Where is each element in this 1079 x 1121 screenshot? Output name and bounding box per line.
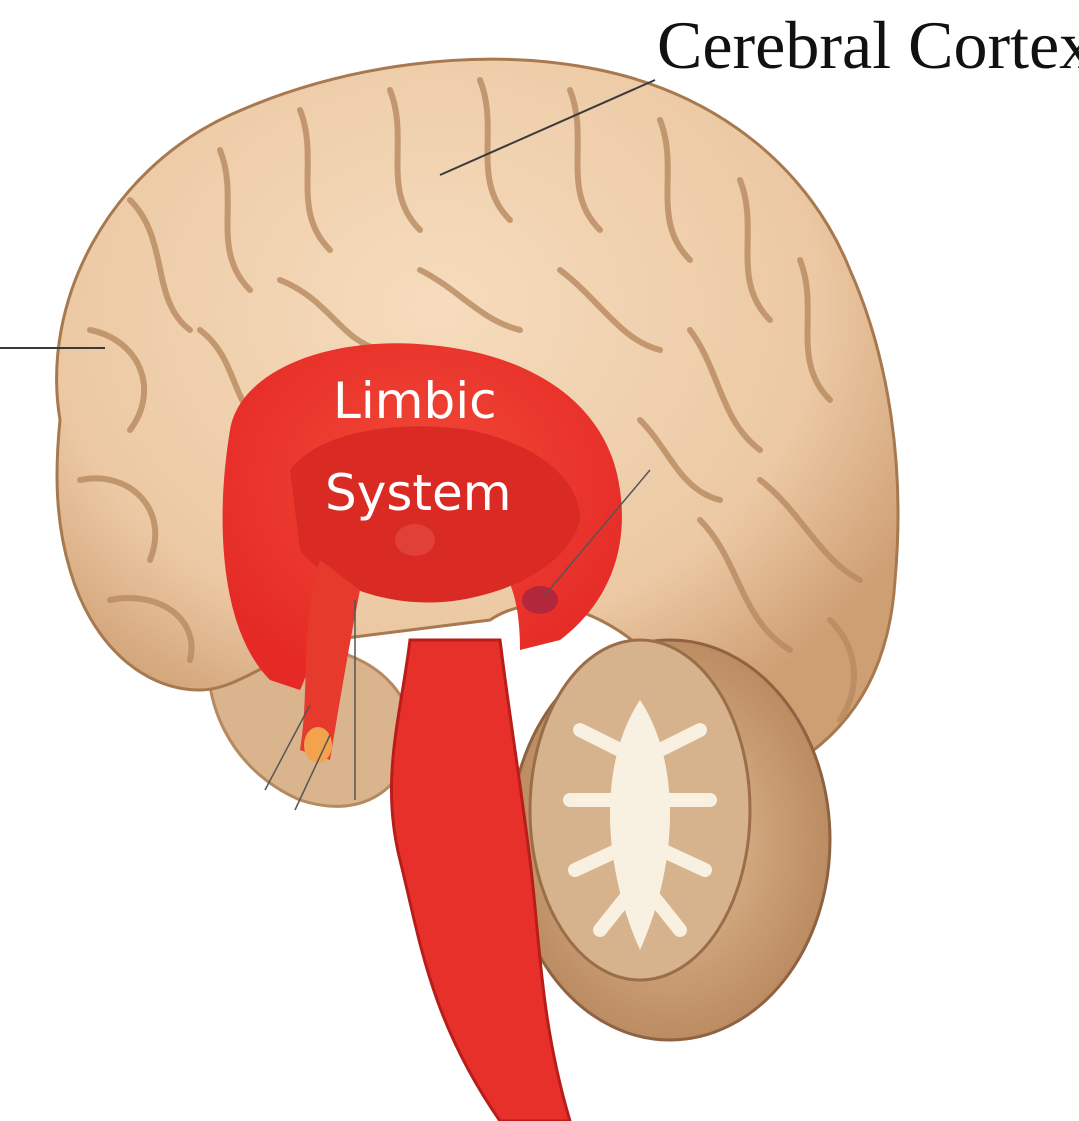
cerebellum xyxy=(510,640,830,1040)
label-system: System xyxy=(325,464,511,522)
label-limbic: Limbic xyxy=(333,372,497,430)
label-cerebral-cortex: Cerebral Cortex xyxy=(657,7,1079,83)
